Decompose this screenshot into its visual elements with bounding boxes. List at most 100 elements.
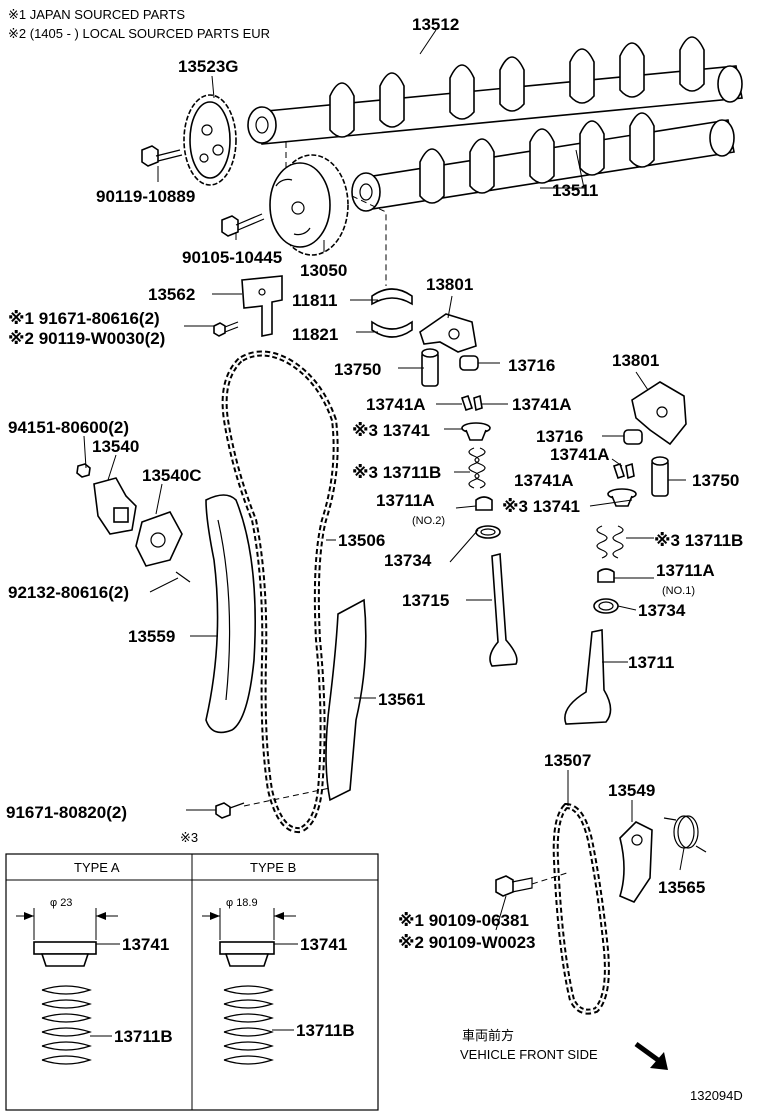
label-13565: 13565 [658, 878, 705, 897]
lash-adjuster-13750-lower-drawing [651, 456, 669, 497]
note-japan-sourced: ※1 JAPAN SOURCED PARTS [8, 7, 185, 22]
exhaust-valve-13715-drawing [489, 552, 518, 667]
label-13801-upper: 13801 [426, 275, 473, 294]
label-11811: 11811 [292, 291, 337, 310]
label-13711: 13711 [628, 653, 674, 672]
torsion-spring-13565-drawing [663, 815, 707, 853]
label-91671-80820: 91671-80820(2) [6, 803, 127, 822]
label-90119-10889: 90119-10889 [96, 187, 195, 206]
bracket-13562-drawing [241, 275, 283, 337]
lash-adjuster-13750-upper-drawing [421, 348, 439, 387]
inset-type-b-retainer-label: 13741 [300, 935, 347, 954]
label-13711B-lower: ※3 13711B [654, 531, 743, 550]
valve-spring-13711B-upper-drawing [468, 447, 486, 489]
cap-13716-lower-drawing [623, 429, 643, 445]
label-13750-upper: 13750 [334, 360, 381, 379]
label-13711B-upper: ※3 13711B [352, 463, 441, 482]
retainer-13741-upper-drawing [461, 422, 491, 441]
label-90109-W0023: ※2 90109-W0023 [398, 933, 536, 952]
note-local-sourced: ※2 (1405 - ) LOCAL SOURCED PARTS EUR [8, 26, 270, 41]
inset-type-b-spring-label: 13711B [296, 1021, 355, 1040]
label-90109-06381: ※1 90109-06381 [398, 911, 529, 930]
chain-tensioner-arm-13549-drawing [619, 821, 653, 903]
label-13559: 13559 [128, 627, 175, 646]
label-90119-W0030: ※2 90119-W0030(2) [8, 329, 165, 348]
washer-13734-upper-drawing [475, 525, 501, 539]
label-94151-80600: 94151-80600(2) [8, 418, 129, 437]
label-13711A-no1-sub: (NO.1) [662, 585, 695, 597]
front-direction-arrow-icon [634, 1041, 668, 1070]
label-91671-80616: ※1 91671-80616(2) [8, 309, 160, 328]
label-13506: 13506 [338, 531, 385, 550]
label-13741-lower: ※3 13741 [502, 497, 580, 516]
timing-chain-13506-drawing [221, 350, 339, 834]
valve-seal-13711A-no1-drawing [597, 568, 615, 583]
inset-marker: ※3 [180, 830, 198, 845]
inset-type-b-dimension: φ 18.9 [226, 897, 258, 909]
cam-timing-gear-13050-drawing [269, 154, 349, 256]
bolt-91671-80820-drawing [215, 802, 245, 819]
label-13716-lower: 13716 [536, 427, 583, 446]
label-13511: 13511 [552, 181, 598, 200]
bolt-91671-80616-drawing [213, 321, 239, 337]
bolt-90105-10445-drawing [221, 213, 265, 237]
alignment-line [351, 195, 387, 286]
label-13540C: 13540C [142, 466, 202, 485]
label-13801-lower: 13801 [612, 351, 659, 370]
camshaft-13511-drawing [351, 112, 735, 212]
label-90105-10445: 90105-10445 [182, 248, 282, 267]
alignment-line [531, 871, 571, 885]
tensioner-13540-drawing [93, 477, 137, 535]
valve-spring-13711B-lower-drawing [596, 525, 624, 559]
bearing-11821-drawing [371, 320, 413, 338]
label-13711A-no1: 13711A [656, 561, 715, 580]
vehicle-front-label-en: VEHICLE FRONT SIDE [460, 1047, 598, 1062]
inset-type-a-dimension: φ 23 [50, 897, 72, 909]
bolt-94151-80600-drawing [76, 463, 91, 478]
chain-damper-13561-drawing [325, 598, 367, 802]
gasket-13540C-drawing [135, 511, 183, 567]
inset-type-b-drawing [202, 908, 298, 1065]
label-13734-lower: 13734 [638, 601, 686, 620]
inset-type-a-drawing [16, 908, 120, 1065]
label-13050: 13050 [300, 261, 347, 280]
inset-type-a-title: TYPE A [74, 860, 120, 875]
cam-sprocket-13523G-drawing [183, 94, 237, 186]
label-13741-upper: ※3 13741 [352, 421, 430, 440]
label-13734-upper: 13734 [384, 551, 432, 570]
label-13507: 13507 [544, 751, 591, 770]
camshaft-13512-drawing [247, 36, 743, 145]
label-13741A-lower-2: 13741A [514, 471, 574, 490]
diagram-id: 132094D [690, 1088, 743, 1103]
label-13741A-right: 13741A [512, 395, 572, 414]
label-13540: 13540 [92, 437, 139, 456]
cap-13716-upper-drawing [459, 355, 479, 371]
vehicle-front-label-jp: 車両前方 [462, 1028, 514, 1043]
inset-type-a-retainer-label: 13741 [122, 935, 169, 954]
stud-92132-80616-drawing [175, 571, 191, 583]
inset-type-b-title: TYPE B [250, 860, 296, 875]
leader-lines [83, 29, 686, 931]
label-13716-upper: 13716 [508, 356, 555, 375]
label-92132-80616: 92132-80616(2) [8, 583, 129, 602]
valve-seal-13711A-no2-drawing [475, 496, 493, 511]
label-11821: 11821 [292, 325, 338, 344]
rocker-arm-13801-upper-drawing [419, 313, 477, 353]
label-13561: 13561 [378, 690, 425, 709]
intake-valve-13711-drawing [564, 629, 612, 725]
label-13711A-no2: 13711A [376, 491, 435, 510]
inset-type-a-spring-label: 13711B [114, 1027, 173, 1046]
label-13562: 13562 [148, 285, 195, 304]
label-13741A-left: 13741A [366, 395, 426, 414]
bolt-90109-drawing [495, 875, 533, 897]
valve-keeper-13741A-lower-drawing [612, 462, 635, 480]
label-13549: 13549 [608, 781, 655, 800]
label-13523G: 13523G [178, 57, 239, 76]
rocker-arm-13801-lower-drawing [631, 381, 687, 446]
retainer-13741-lower-drawing [607, 488, 637, 507]
bearing-11811-drawing [371, 288, 413, 306]
label-13750-lower: 13750 [692, 471, 739, 490]
label-13741A-lower: 13741A [550, 445, 610, 464]
chain-guide-13559-drawing [205, 494, 256, 734]
